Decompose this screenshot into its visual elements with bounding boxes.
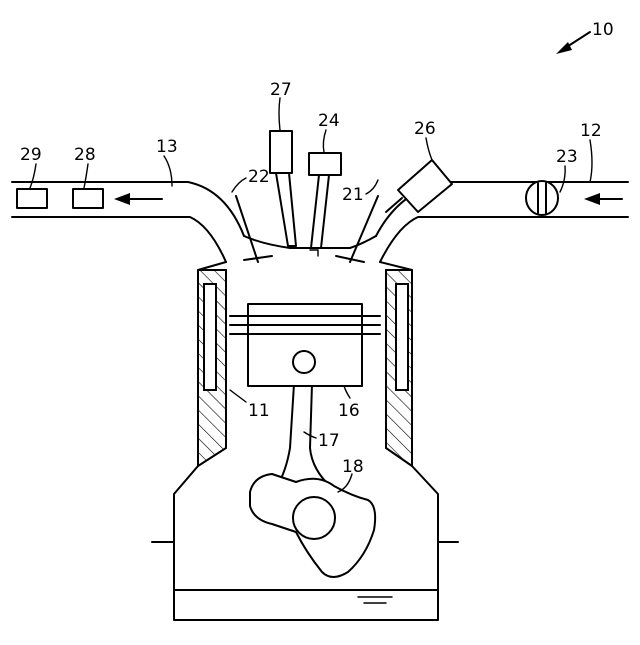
label-connecting-rod: 17 xyxy=(318,431,340,451)
piston xyxy=(230,304,380,386)
label-exhaust-component-28: 28 xyxy=(74,145,96,165)
label-exhaust-valve: 22 xyxy=(248,167,270,187)
system-reference-arrow xyxy=(556,32,590,54)
intake-flow-arrow xyxy=(584,193,622,205)
label-piston: 16 xyxy=(338,401,360,421)
fuel-injector xyxy=(386,160,452,212)
label-crankshaft: 18 xyxy=(342,457,364,477)
combustion-chamber-roof xyxy=(198,236,412,270)
label-exhaust-component-27: 27 xyxy=(270,80,292,100)
label-cylinder-block: 11 xyxy=(248,401,270,421)
intake-valve xyxy=(336,196,378,262)
label-exhaust-component-29: 29 xyxy=(20,145,42,165)
label-intake-valve: 21 xyxy=(342,185,364,205)
throttle-valve xyxy=(526,181,558,215)
label-exhaust-passage: 13 xyxy=(156,137,178,157)
exhaust-component-28 xyxy=(73,189,103,208)
exhaust-flow-arrow xyxy=(114,193,162,205)
label-spark-plug: 24 xyxy=(318,111,340,131)
label-throttle-valve: 23 xyxy=(556,147,578,167)
label-intake-passage: 12 xyxy=(580,121,602,141)
exhaust-component-27 xyxy=(270,131,296,246)
exhaust-component-29 xyxy=(17,189,47,208)
label-fuel-injector: 26 xyxy=(414,119,436,139)
spark-plug xyxy=(309,153,341,256)
label-engine-system: 10 xyxy=(592,20,614,40)
crankshaft xyxy=(250,474,375,577)
